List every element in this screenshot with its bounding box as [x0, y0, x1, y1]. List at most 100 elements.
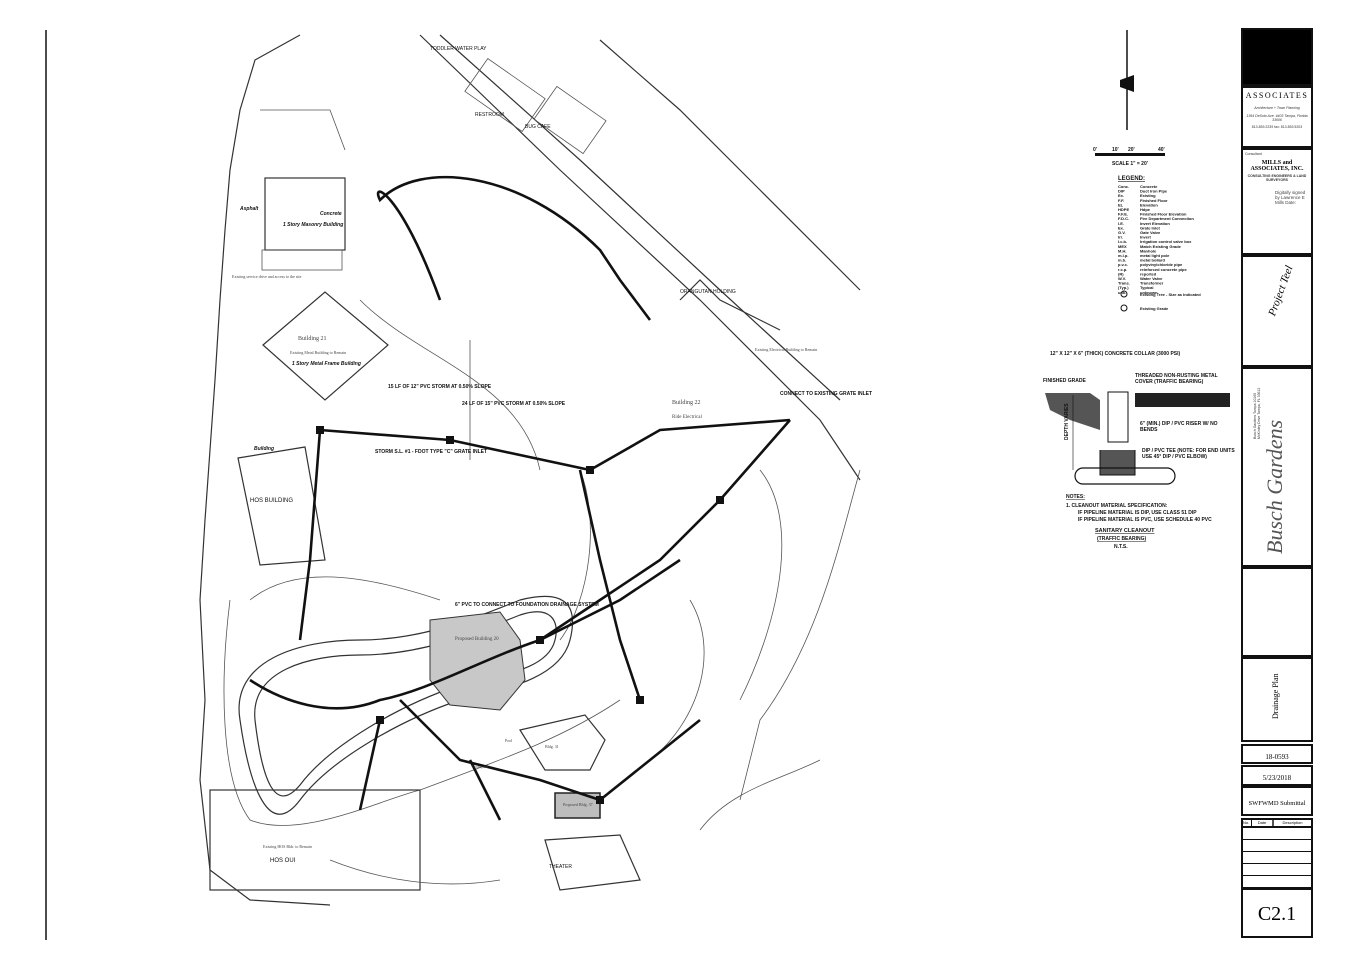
svg-text:IF PIPELINE MATERIAL IS DIP, U: IF PIPELINE MATERIAL IS DIP, USE CLASS 5…: [1078, 510, 1197, 516]
legend-abbr: DIP: [1118, 189, 1125, 194]
legend-desc: Fire Department Connection: [1140, 216, 1194, 221]
legend-abbr: Irr.: [1118, 235, 1123, 240]
issue-description: SWFWMD Submittal: [1241, 786, 1313, 816]
site-linework: [199, 34, 861, 906]
detail-callout: 12" X 12" X 6" (THICK) CONCRETE COLLAR (…: [1050, 351, 1181, 357]
client-panel: Busch Gardens Tampa 10165 McKinley Drive…: [1241, 367, 1313, 567]
svg-text:10': 10': [1112, 147, 1119, 153]
legend-abbr: F.F.E.: [1118, 212, 1128, 217]
proposed-building-20: [429, 611, 526, 711]
svg-text:0': 0': [1093, 147, 1097, 153]
engineer-name: MILLS and ASSOCIATES, INC.: [1250, 160, 1304, 172]
architect-panel: ASSOCIATES Architecture + Town Planning …: [1241, 86, 1313, 148]
inlet-markers: [316, 426, 724, 804]
sheet-title-panel: Drainage Plan: [1241, 657, 1313, 742]
client-address: Busch Gardens Tampa 10165 McKinley Drive…: [1253, 387, 1261, 439]
legend-abbr: HDPE: [1118, 207, 1129, 212]
legend-desc: Manhole: [1140, 248, 1157, 253]
label-existing-electrical: Existing Electrical Building to Remain: [755, 347, 817, 352]
architect-name: ASSOCIATES: [1245, 91, 1309, 100]
legend-abbr: r.c.p.: [1118, 267, 1127, 272]
legend-desc: Duct Iron Pipe: [1140, 189, 1168, 194]
scale-bar: 0' 10' 20' 40' SCALE 1" = 20': [1093, 147, 1165, 167]
existing-tree-icon: [1120, 290, 1128, 298]
legend-abbr: EL: [1118, 202, 1124, 207]
label-asphalt: Asphalt: [239, 206, 259, 212]
label-building-21-note: Existing Metal Building to Remain: [290, 350, 346, 355]
storm-note: 15 LF OF 12" PVC STORM AT 0.50% SLOPE: [388, 384, 492, 390]
storm-note: 6" PVC TO CONNECT TO FOUNDATION DRAINAGE…: [455, 602, 599, 608]
svg-text:N.T.S.: N.T.S.: [1114, 544, 1128, 550]
legend-desc: Irrigation control valve box: [1140, 239, 1192, 244]
legend-desc: Finished Floor Elevation: [1140, 212, 1187, 217]
legend-abbr: Trans.: [1118, 281, 1130, 286]
legend-abbr: MEX: [1118, 244, 1127, 249]
legend-desc: Typical: [1140, 285, 1154, 290]
digital-signature: Digitally signed by Lawrence E Mills Dat…: [1275, 190, 1306, 205]
label-building: Building: [254, 446, 274, 452]
detail-callout: DEPTH VARIES: [1064, 403, 1070, 440]
legend-desc: Hdpe: [1140, 207, 1151, 212]
label-proposed-building-20: Proposed Building 20: [455, 637, 499, 642]
label-pool: Pool: [505, 738, 513, 743]
label-concrete: Concrete: [320, 211, 342, 217]
bldg-31-outline: [519, 714, 606, 771]
legend-abbr: Conc.: [1118, 184, 1129, 189]
storm-note: 24 LF OF 15" PVC STORM AT 0.50% SLOPE: [462, 401, 566, 407]
detail-callout: FINISHED GRADE: [1043, 378, 1086, 384]
engineer-panel: Consultant MILLS and ASSOCIATES, INC. CO…: [1241, 148, 1313, 255]
label-restroom: RESTROOM: [475, 112, 504, 118]
revision-table: No. Date Description: [1241, 818, 1313, 888]
legend-desc: Invert Elevation: [1140, 221, 1170, 226]
label-building-22: Building 22: [672, 400, 701, 406]
storm-note: CONNECT TO EXISTING GRATE INLET: [780, 391, 872, 397]
legend-abbr: Ex.: [1118, 193, 1124, 198]
legend-abbr: (Typ.): [1118, 285, 1129, 290]
label-theater: THEATER: [549, 864, 572, 870]
project-panel: Project Teel: [1241, 255, 1313, 367]
label-hos-oui: HOS OUI: [270, 858, 296, 864]
hos-oui-outline: [209, 789, 421, 891]
sanitary-cleanout-detail: 12" X 12" X 6" (THICK) CONCRETE COLLAR (…: [1043, 351, 1230, 550]
legend-abbr: G.V.: [1118, 230, 1126, 235]
legend-desc: Water Valve: [1140, 276, 1163, 281]
sheet-date: 5/23/2018: [1241, 765, 1313, 786]
legend-desc: unknown: [1140, 290, 1158, 295]
legend-desc: Finished Floor: [1140, 198, 1168, 203]
sheet-title: Drainage Plan: [1271, 673, 1280, 719]
legend-desc: Elevation: [1140, 202, 1158, 207]
detail-callout: 6" (MIN.) DIP / PVC RISER W/ NO BENDS: [1140, 421, 1218, 433]
legend-desc: reported: [1140, 271, 1157, 276]
detail-subtitle: (TRAFFIC BEARING): [1097, 536, 1146, 542]
storm-note: STORM S.L. #1 - FDOT TYPE "C" GRATE INLE…: [375, 449, 487, 455]
legend-desc: reinforced concrete pipe: [1140, 267, 1187, 272]
label-toddler-water-play: TODDLER WATER PLAY: [430, 46, 487, 52]
project-name: Project Teel: [1266, 264, 1296, 318]
label-masonry-building: 1 Story Masonry Building: [283, 222, 343, 228]
label-orangutan-holding: ORANGUTAN HOLDING: [680, 289, 736, 295]
legend-abbr: unk.: [1118, 290, 1126, 295]
detail-callout: DIP / PVC TEE (NOTE: FOR END UNITS USE 4…: [1142, 448, 1235, 460]
north-arrow-icon: [1120, 30, 1134, 130]
label-metal-frame-building: 1 Story Metal Frame Building: [292, 361, 361, 367]
legend-abbr: m.b.: [1118, 258, 1126, 263]
storm-pipes: [249, 175, 791, 821]
legend-desc: Invert: [1140, 235, 1152, 240]
svg-text:20': 20': [1128, 147, 1135, 153]
legend-desc: Match Existing Grade: [1140, 244, 1182, 249]
title-block-header: [1241, 28, 1313, 86]
label-courtyard: Courtyard: [472, 764, 488, 769]
label-service-drive: Existing service drive and access to the…: [232, 274, 302, 279]
busch-gardens-logo: Busch Gardens: [1262, 419, 1287, 554]
legend-symbol-desc: Existing Tree - Size as Indicated: [1140, 292, 1201, 297]
plan-labels: TODDLER WATER PLAY RESTROOM BUG CAFE ORA…: [232, 46, 872, 870]
legend-desc: Transformer: [1140, 281, 1164, 286]
label-building-22-sub: Ride Electrical: [672, 415, 702, 420]
label-bldg-31: Bldg. 31: [545, 744, 559, 749]
legend-abbr: (R): [1118, 271, 1124, 276]
legend-title: LEGEND:: [1118, 176, 1145, 182]
legend-abbr: F.D.C.: [1118, 216, 1129, 221]
legend-abbr: p.v.c.: [1118, 262, 1128, 267]
